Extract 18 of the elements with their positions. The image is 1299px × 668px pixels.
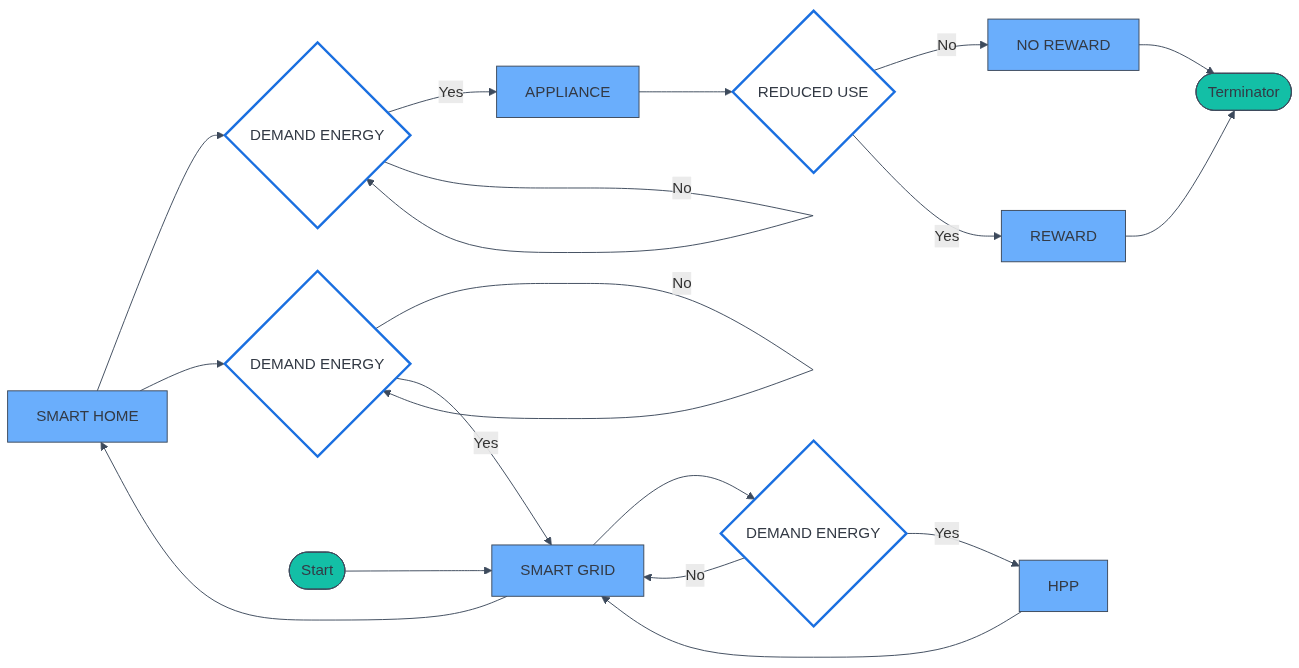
edge-label: No bbox=[685, 566, 705, 584]
node-box: REWARD bbox=[1000, 209, 1126, 263]
node-box: SMART GRID bbox=[491, 544, 645, 597]
edge-label: No bbox=[672, 274, 692, 292]
node-box: APPLIANCE bbox=[496, 65, 640, 118]
node-box: SMART HOME bbox=[7, 390, 168, 443]
edge-label: No bbox=[937, 36, 957, 53]
edge-label: Yes bbox=[934, 524, 960, 542]
node-box: HPP bbox=[1018, 559, 1109, 613]
node-diamond: DEMAND ENERGY bbox=[223, 269, 413, 459]
edge-label: No bbox=[672, 179, 692, 196]
edge-label: Yes bbox=[438, 83, 464, 100]
node-box: NO REWARD bbox=[987, 18, 1140, 71]
node-diamond: DEMAND ENERGY bbox=[719, 438, 909, 628]
node-diamond: REDUCED USE bbox=[730, 9, 897, 175]
node-diamond: DEMAND ENERGY bbox=[223, 40, 413, 230]
edge-label: Yes bbox=[934, 227, 960, 244]
edge-label: Yes bbox=[473, 434, 499, 451]
